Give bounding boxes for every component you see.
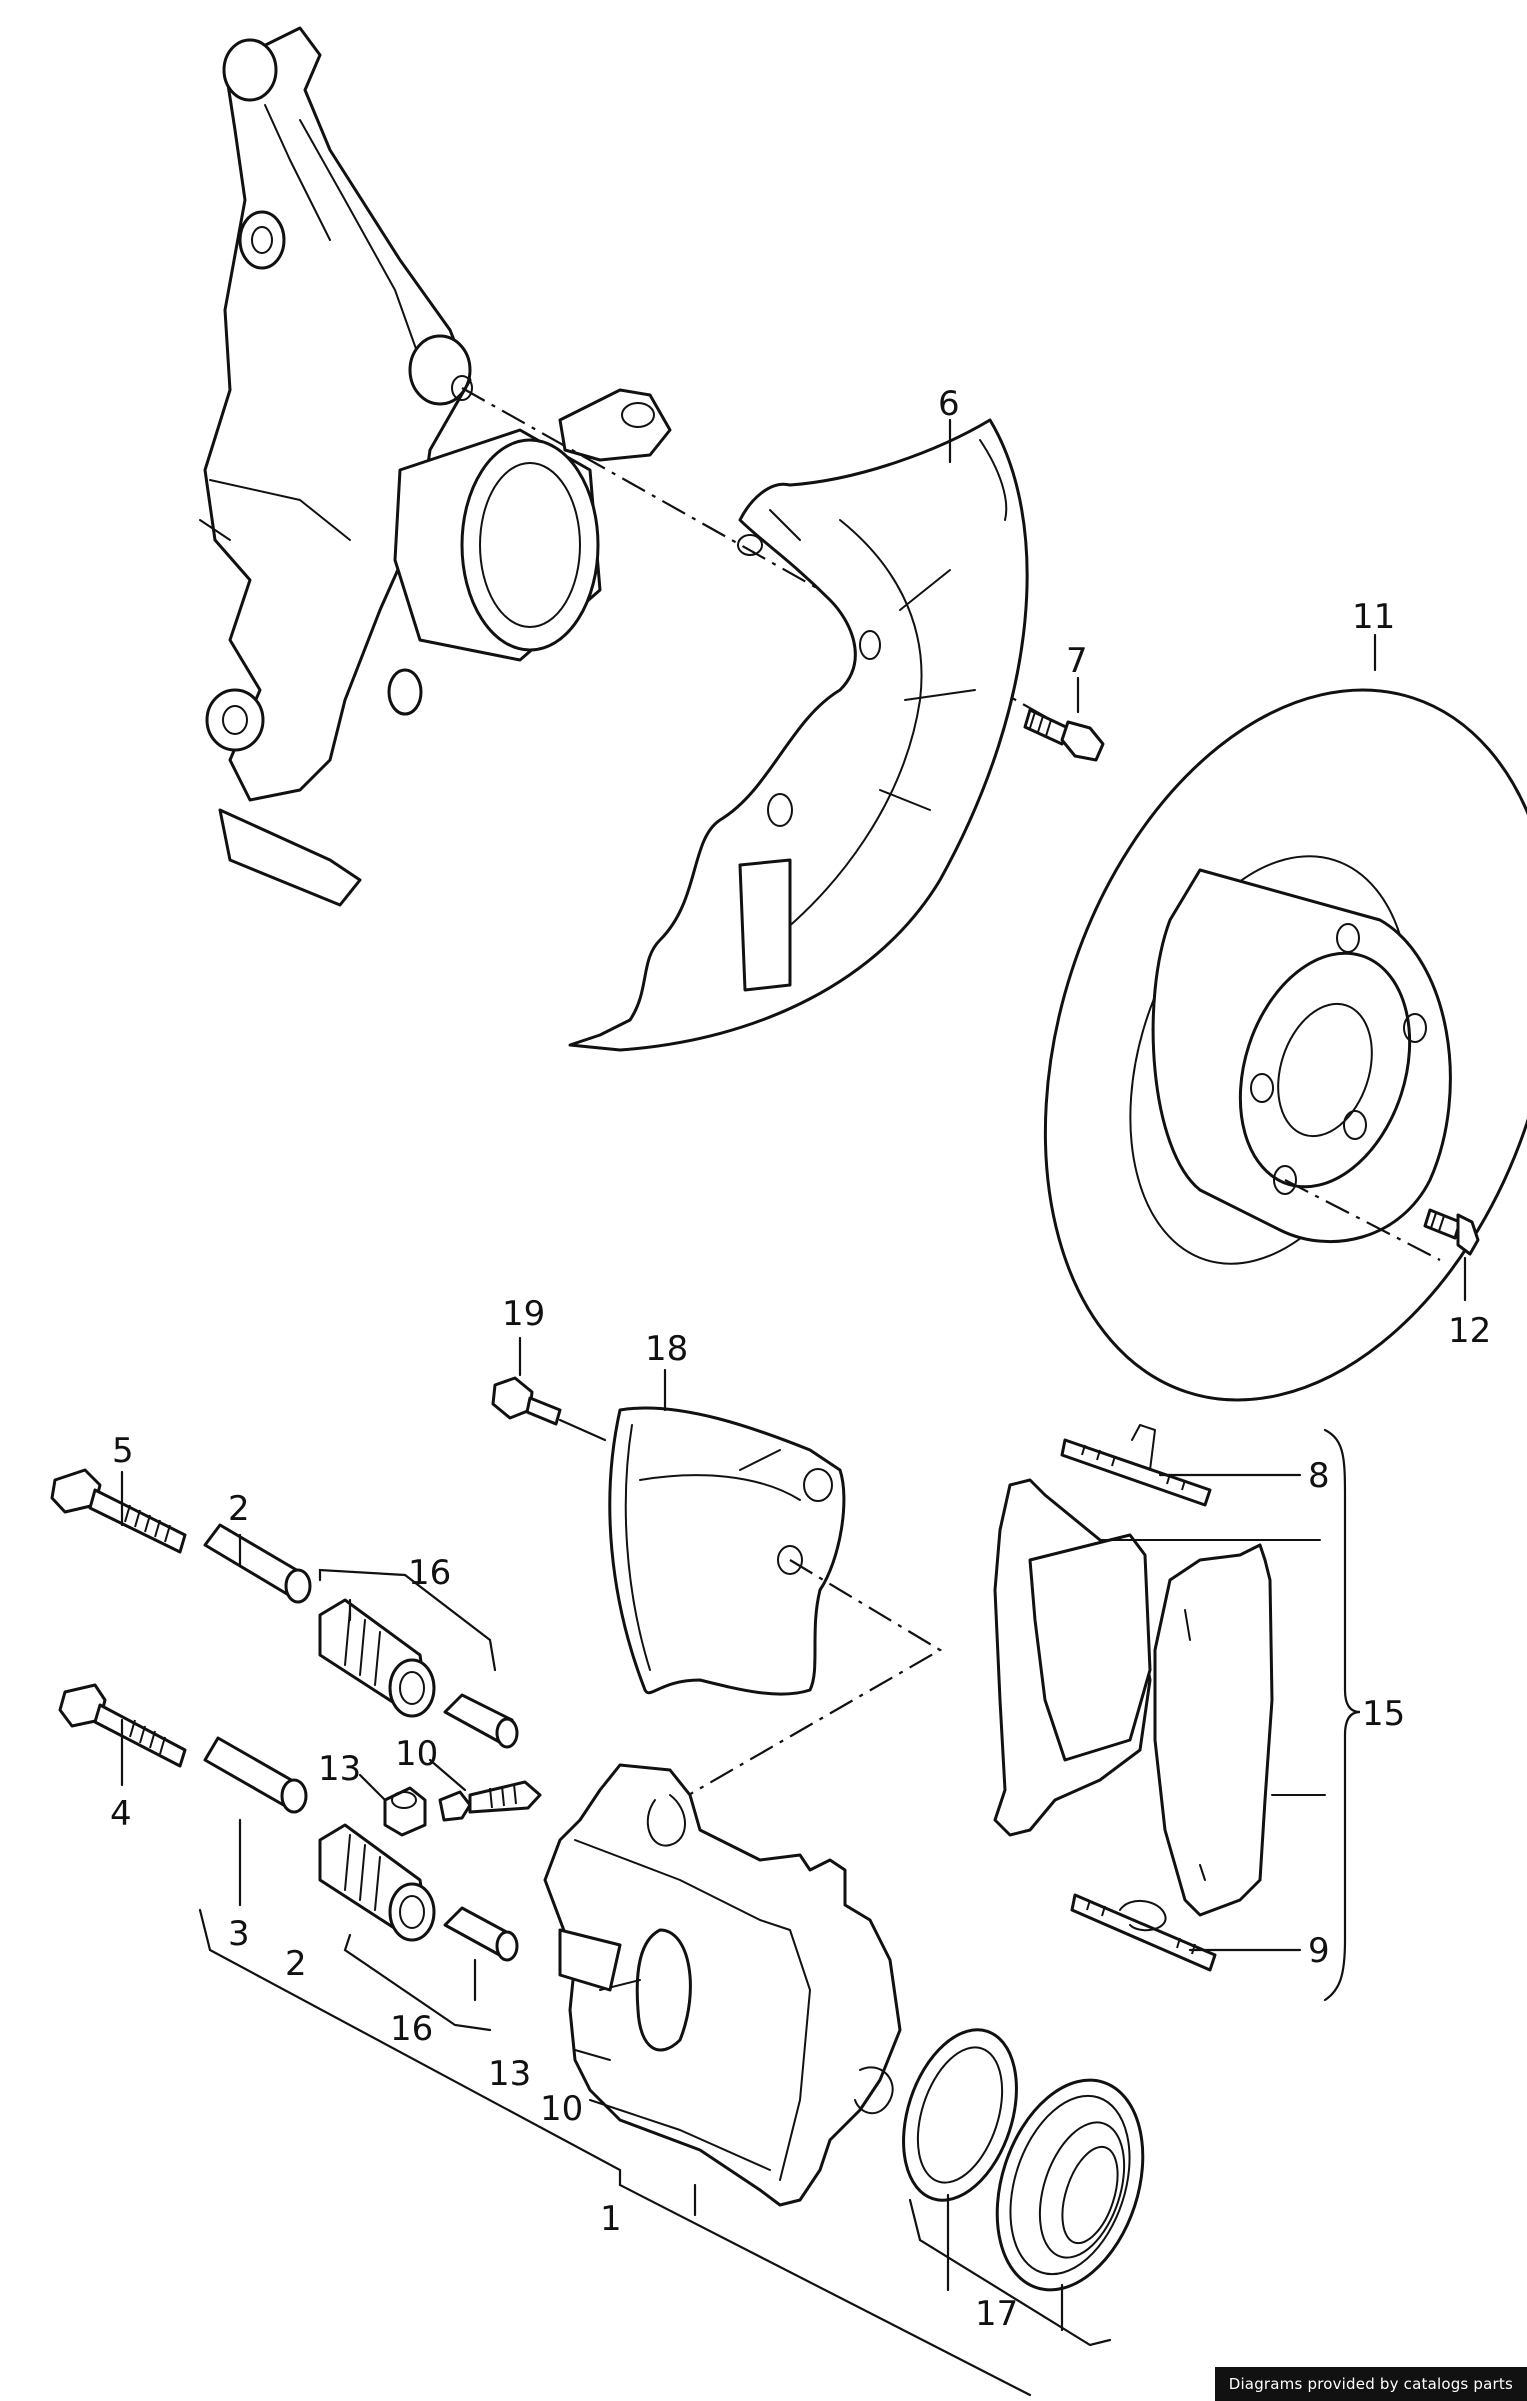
callout-4: 4 [110, 1794, 132, 1834]
brake-pad-outer[interactable] [993, 1478, 1321, 1837]
bolt-5[interactable] [50, 1468, 187, 1554]
credit-badge: Diagrams provided by catalogs parts [1214, 2367, 1527, 2401]
guide-sleeve-2[interactable] [203, 1523, 312, 1604]
guide-bushing-16b[interactable] [318, 1823, 436, 1942]
callout-19: 19 [502, 1294, 545, 1334]
bolt-4[interactable] [58, 1683, 187, 1768]
centerline-disc-screw [1284, 1179, 1441, 1261]
guide-bushing-16a[interactable] [318, 1598, 436, 1718]
retaining-spring-8[interactable] [1060, 1424, 1212, 1507]
callout-10-lower: 10 [540, 2089, 583, 2129]
steering-knuckle[interactable] [199, 26, 672, 907]
brake-disc[interactable] [959, 624, 1527, 1467]
brace-15 [1323, 1428, 1361, 2002]
callout-8: 8 [1308, 1456, 1330, 1496]
callout-11: 11 [1352, 597, 1395, 637]
bleeder-valve-10[interactable] [438, 1780, 542, 1822]
callout-16-lower: 16 [390, 2009, 433, 2049]
cap-upper[interactable] [443, 1693, 519, 1749]
callout-12: 12 [1448, 1311, 1491, 1351]
retaining-spring-9[interactable] [1070, 1893, 1217, 1972]
callout-18: 18 [645, 1329, 688, 1369]
callout-16-upper: 16 [408, 1553, 451, 1593]
callout-15: 15 [1362, 1694, 1405, 1734]
line-19-18 [558, 1418, 607, 1442]
guide-sleeve-3[interactable] [203, 1736, 308, 1814]
callout-17: 17 [975, 2294, 1018, 2334]
callout-7: 7 [1066, 641, 1088, 681]
dust-seal-ring[interactable] [883, 2015, 1036, 2215]
line-16b [343, 1933, 492, 2032]
callout-13-lower: 13 [488, 2054, 531, 2094]
bolt-7[interactable] [1023, 708, 1105, 762]
dust-cap-13[interactable] [383, 1786, 427, 1837]
callout-10-upper: 10 [395, 1734, 438, 1774]
caliper-housing[interactable] [543, 1763, 902, 2207]
cap-lower[interactable] [443, 1906, 519, 1962]
callout-9: 9 [1308, 1931, 1330, 1971]
brace-17 [908, 2198, 1112, 2347]
callout-2-upper: 2 [228, 1489, 250, 1529]
callout-5: 5 [112, 1431, 134, 1471]
line-16a [318, 1568, 497, 1672]
brace-1 [198, 1908, 1032, 2397]
caliper-guard[interactable] [608, 1406, 846, 1696]
callout-3: 3 [228, 1914, 250, 1954]
centerline-guard-caliper [679, 1559, 943, 1801]
screw-12[interactable] [1423, 1208, 1480, 1256]
piston-boot[interactable] [972, 2061, 1168, 2308]
callout-13-upper: 13 [318, 1749, 361, 1789]
line-10 [428, 1758, 467, 1792]
brake-pad-inner[interactable] [1153, 1543, 1326, 1917]
callout-6: 6 [938, 384, 960, 424]
callout-1: 1 [600, 2199, 622, 2239]
callout-2-lower: 2 [285, 1944, 307, 1984]
splash-shield[interactable] [568, 418, 1029, 1052]
bolt-19[interactable] [491, 1376, 562, 1426]
line-13 [358, 1773, 387, 1802]
